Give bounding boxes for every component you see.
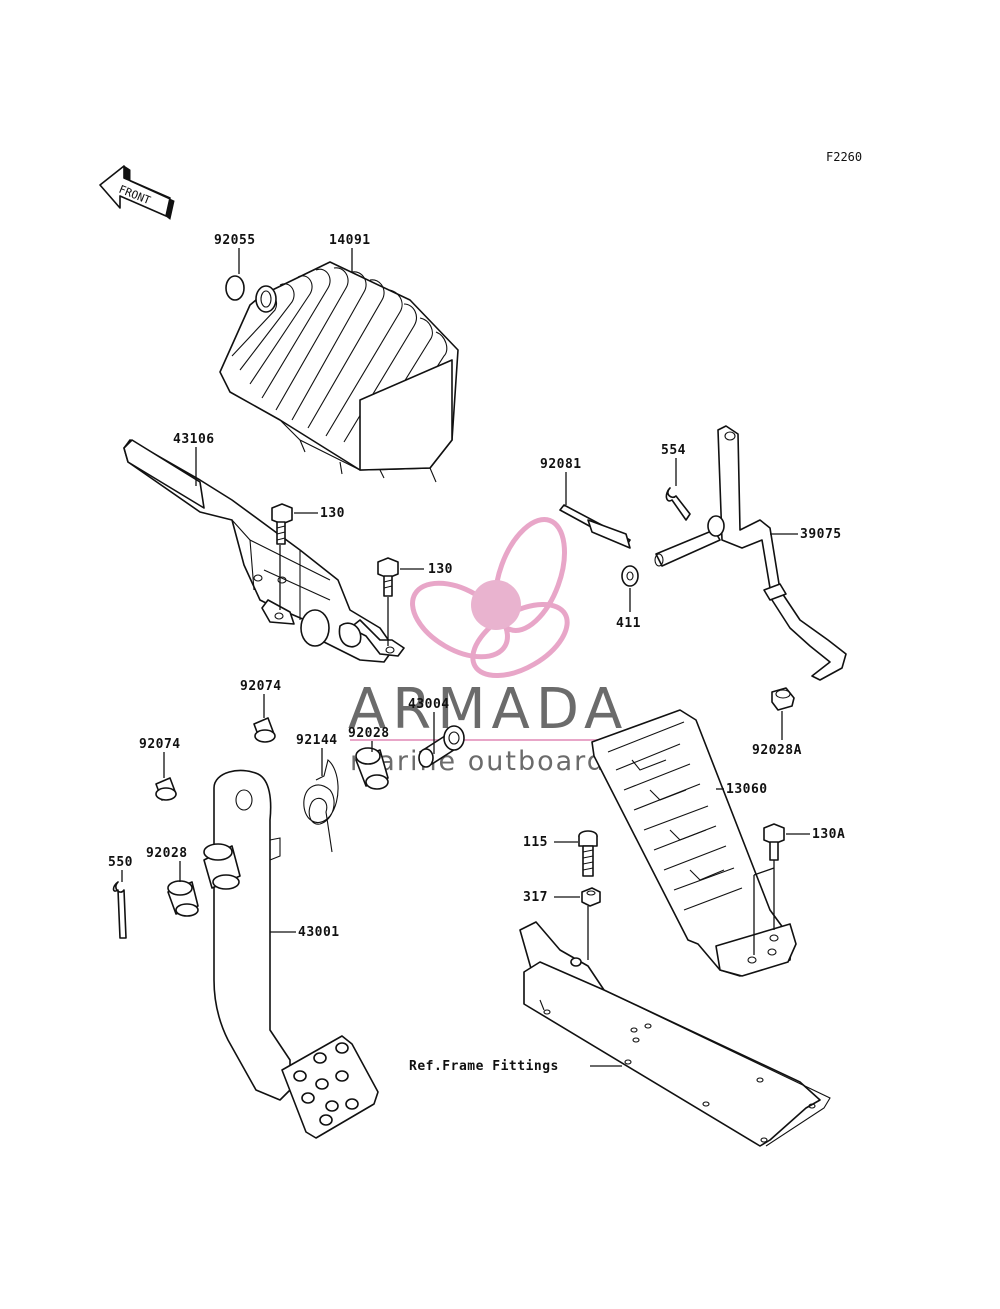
callout-554: 554 xyxy=(661,443,686,458)
spring-92081 xyxy=(559,504,631,549)
pedal-arm-13060 xyxy=(591,709,797,977)
callout-13060: 13060 xyxy=(726,782,768,797)
callout-92074-lower: 92074 xyxy=(139,737,181,752)
boot-14091 xyxy=(219,261,459,483)
callout-43106: 43106 xyxy=(173,432,215,447)
brake-pedal-43001 xyxy=(203,769,379,1139)
nut-317 xyxy=(581,887,601,907)
callout-92028A: 92028A xyxy=(752,743,802,758)
callout-92028-lower: 92028 xyxy=(146,846,188,861)
pedal-pad-holes xyxy=(293,1042,359,1126)
bushing-92028A xyxy=(771,687,795,711)
callout-92074-upper: 92074 xyxy=(240,679,282,694)
callout-130A: 130A xyxy=(812,827,845,842)
callout-43001: 43001 xyxy=(298,925,340,940)
watermark-brand: ARMADA xyxy=(348,677,628,742)
washer-411 xyxy=(621,565,639,587)
bushing-92028-upper xyxy=(355,747,389,790)
armada-logo-icon xyxy=(410,517,570,679)
callout-92055: 92055 xyxy=(214,233,256,248)
callout-317: 317 xyxy=(523,890,548,905)
bolt-130-lower xyxy=(377,557,399,597)
cotter-pin-550 xyxy=(112,881,127,939)
callout-14091: 14091 xyxy=(329,233,371,248)
figure-code: F2260 xyxy=(826,150,862,164)
front-arrow-icon: FRONT xyxy=(99,165,175,220)
bolt-130A xyxy=(763,823,785,861)
callout-411: 411 xyxy=(616,616,641,631)
frame-fitting-plate xyxy=(519,921,831,1147)
callout-92144: 92144 xyxy=(296,733,338,748)
callout-43004: 43004 xyxy=(408,697,450,712)
torsion-spring-92144 xyxy=(303,759,339,853)
brake-lever-43106 xyxy=(123,439,405,663)
shaft-39075 xyxy=(654,425,847,681)
plug-92074-upper xyxy=(253,717,276,743)
pivot-shaft-43004 xyxy=(418,725,465,768)
callout-550: 550 xyxy=(108,855,133,870)
bushing-92028-lower xyxy=(167,880,199,917)
plug-92074-lower xyxy=(155,777,177,801)
callout-130-lower: 130 xyxy=(428,562,453,577)
bolt-130-upper xyxy=(271,503,293,545)
callout-115: 115 xyxy=(523,835,548,850)
callout-ref-frame-fittings: Ref.Frame Fittings xyxy=(409,1059,559,1074)
callout-92081: 92081 xyxy=(540,457,582,472)
callout-39075: 39075 xyxy=(800,527,842,542)
callout-92028-upper: 92028 xyxy=(348,726,390,741)
bolt-115 xyxy=(578,830,598,877)
cotter-pin-554 xyxy=(665,487,691,521)
o-ring-92055 xyxy=(225,275,245,301)
callout-130-upper: 130 xyxy=(320,506,345,521)
watermark-tagline: marine outboards xyxy=(350,746,622,777)
